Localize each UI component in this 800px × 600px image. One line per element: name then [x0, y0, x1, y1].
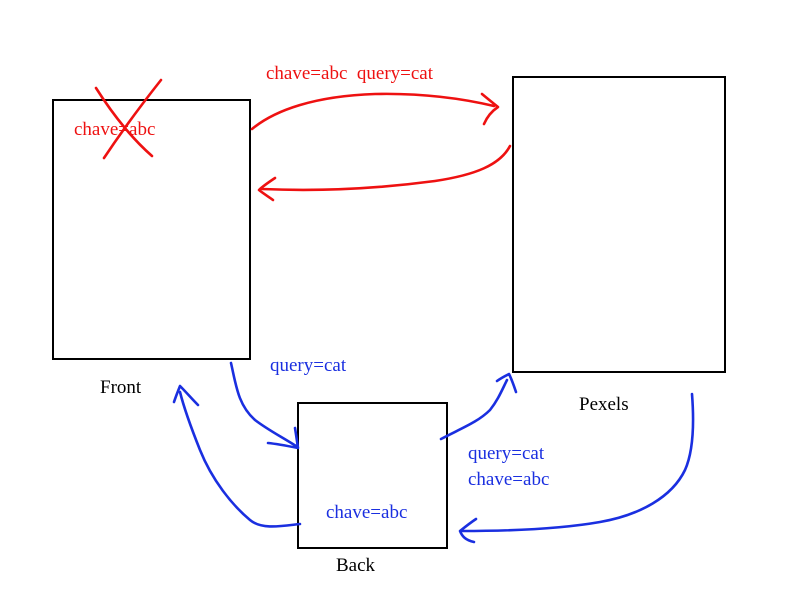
back-caption: Back	[336, 555, 376, 576]
arrow-back-to-pexels	[439, 372, 518, 441]
arrow-front-to-back	[229, 361, 300, 450]
pexels-caption: Pexels	[579, 394, 629, 415]
arrow-front-to-pexels	[250, 92, 500, 131]
front-to-pexels-label: chave=abc query=cat	[266, 63, 434, 84]
back-box-label: chave=abc	[326, 502, 408, 523]
front-box	[52, 99, 251, 360]
front-caption: Front	[100, 377, 142, 398]
back-box	[297, 402, 448, 549]
front-box-label: chave=abc	[74, 119, 156, 140]
pexels-box	[512, 76, 726, 373]
back-to-pexels-label-line2: chave=abc	[468, 469, 550, 490]
strike-out-mark	[94, 78, 163, 160]
arrow-back-to-front	[172, 384, 302, 528]
back-to-pexels-label-line1: query=cat	[468, 443, 545, 464]
arrow-pexels-to-front	[257, 144, 512, 202]
front-to-back-label: query=cat	[270, 355, 347, 376]
arrow-pexels-to-back	[458, 392, 695, 544]
